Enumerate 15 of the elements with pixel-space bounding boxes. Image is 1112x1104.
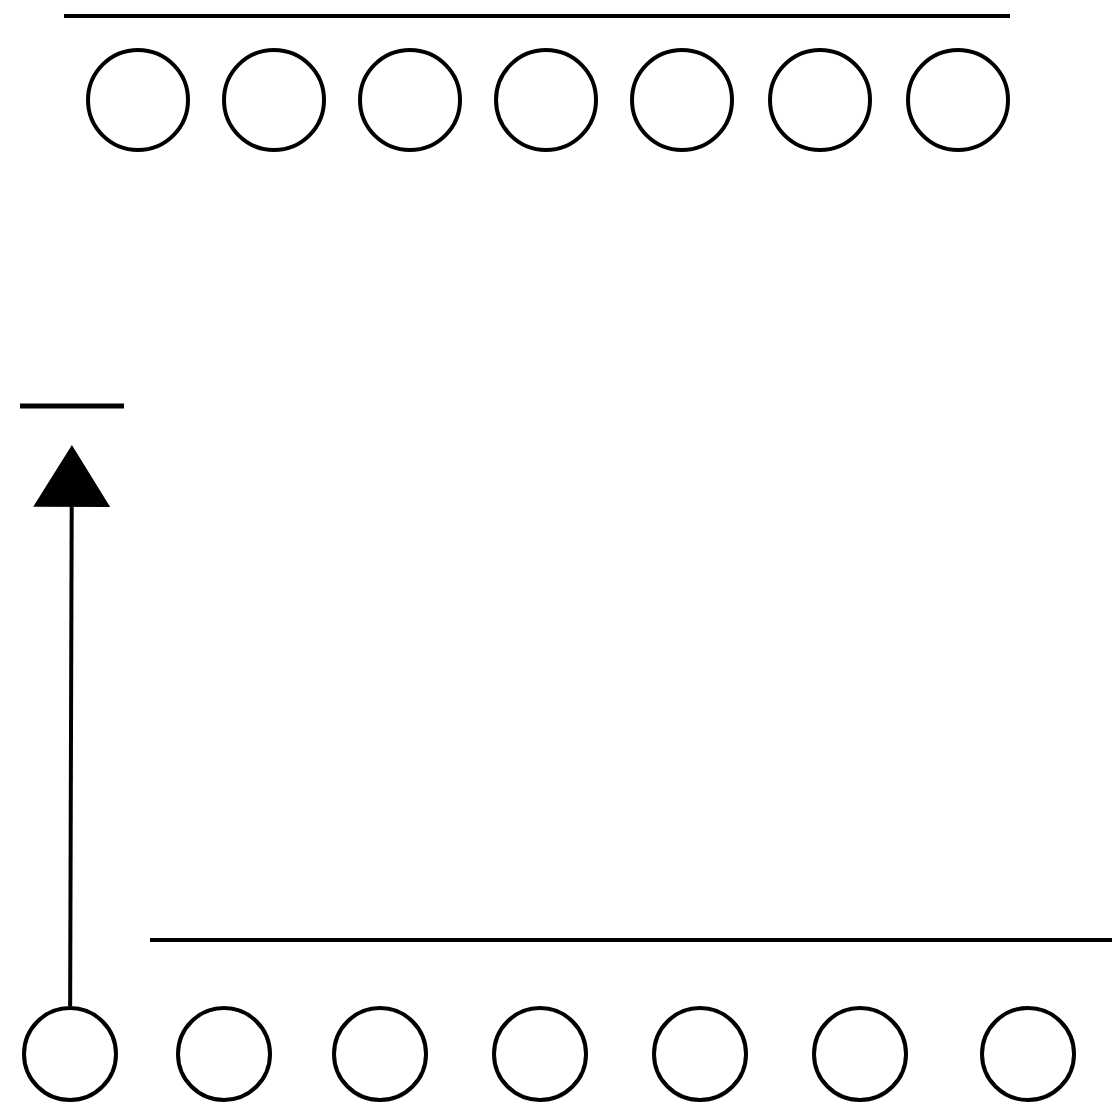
ion-circle: [332, 1006, 428, 1102]
ion-circle: [812, 1006, 908, 1102]
ion-circle: [22, 1006, 118, 1102]
ion-circle: [494, 48, 598, 152]
ion-circle: [906, 48, 1010, 152]
ion-circle: [652, 1006, 748, 1102]
ion-circle: [768, 48, 872, 152]
ion-circle: [86, 48, 190, 152]
ion-circle: [630, 48, 734, 152]
ion-circle: [176, 1006, 272, 1102]
ion-circle: [980, 1006, 1076, 1102]
ion-circle: [222, 48, 326, 152]
ion-circle: [358, 48, 462, 152]
bar-mark: [20, 403, 124, 409]
ion-circle: [492, 1006, 588, 1102]
